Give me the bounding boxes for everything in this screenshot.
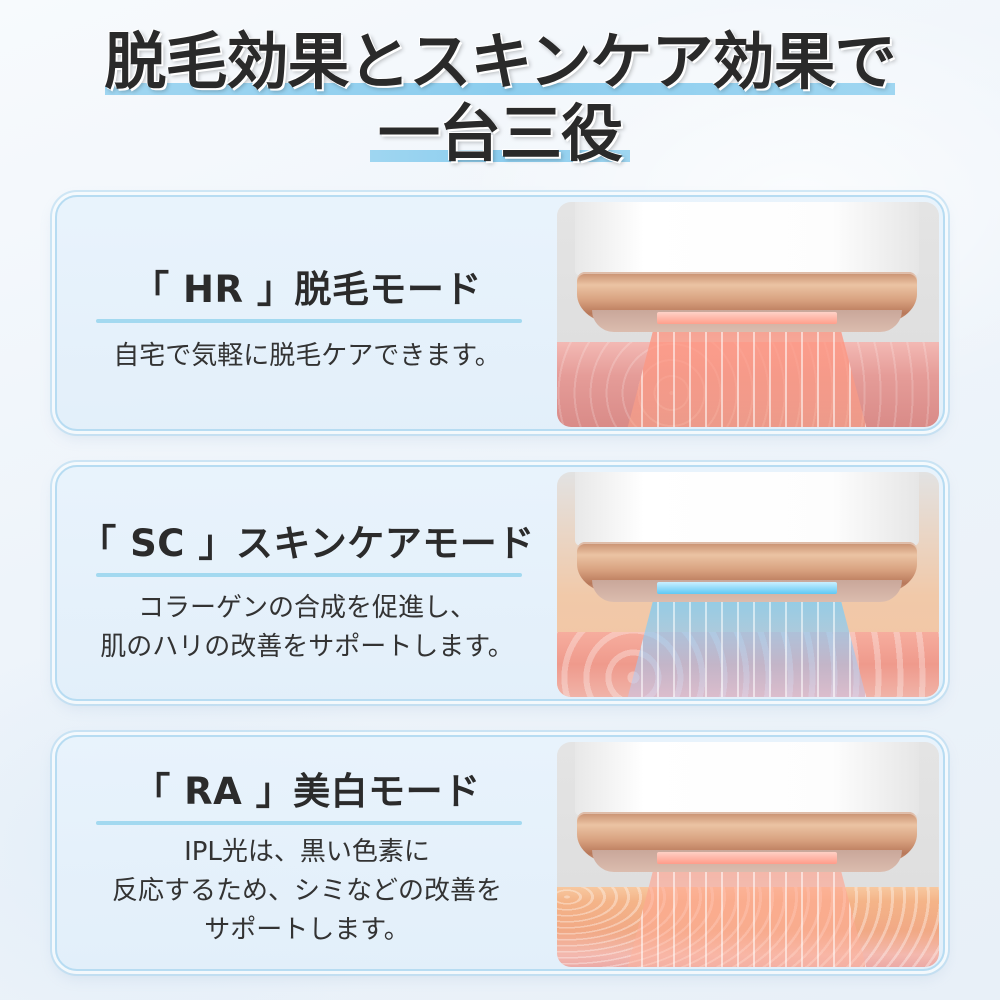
mode-heading: 「 HR 」脱毛モード — [132, 268, 482, 311]
skincare-illustration — [557, 472, 939, 697]
hair-removal-illustration — [557, 202, 939, 427]
light-rays — [627, 320, 867, 427]
title-line-2: 一台三役 — [377, 97, 623, 170]
mode-card-ra: 「 RA 」美白モード IPL光は、黒い色素に 反応するため、シミなどの改善を … — [55, 735, 945, 971]
divider — [96, 573, 522, 577]
light-rays — [627, 590, 867, 697]
divider — [96, 319, 522, 323]
page-title: 脱毛効果とスキンケア効果で 一台三役 — [0, 0, 1000, 180]
light-rays — [627, 860, 867, 967]
mode-text: 「 SC 」スキンケアモード コラーゲンの合成を促進し、 肌のハリの改善をサポー… — [57, 467, 557, 699]
description-line: 自宅で気軽に脱毛ケアできます。 — [113, 341, 501, 371]
whitening-illustration — [557, 742, 939, 967]
device-body — [575, 742, 919, 816]
description-line: コラーゲンの合成を促進し、 — [137, 593, 476, 623]
light-emitter — [657, 852, 837, 864]
mode-description: 自宅で気軽に脱毛ケアできます。 — [57, 337, 557, 376]
mode-heading: 「 SC 」スキンケアモード — [79, 522, 535, 565]
mode-text: 「 HR 」脱毛モード 自宅で気軽に脱毛ケアできます。 — [57, 197, 557, 429]
device-body — [575, 202, 919, 276]
mode-card-hr: 「 HR 」脱毛モード 自宅で気軽に脱毛ケアできます。 — [55, 195, 945, 431]
description-line: 肌のハリの改善をサポートします。 — [100, 632, 514, 662]
description-line: サポートします。 — [204, 915, 410, 945]
mode-description: コラーゲンの合成を促進し、 肌のハリの改善をサポートします。 — [57, 589, 557, 667]
title-line-1: 脱毛効果とスキンケア効果で — [104, 25, 896, 98]
divider — [96, 821, 522, 825]
description-line: 反応するため、シミなどの改善を — [111, 876, 502, 906]
device-body — [575, 472, 919, 546]
mode-heading: 「 RA 」美白モード — [133, 770, 481, 813]
mode-card-sc: 「 SC 」スキンケアモード コラーゲンの合成を促進し、 肌のハリの改善をサポー… — [55, 465, 945, 701]
light-emitter — [657, 582, 837, 594]
description-line: IPL光は、黒い色素に — [184, 837, 430, 867]
light-emitter — [657, 312, 837, 324]
mode-description: IPL光は、黒い色素に 反応するため、シミなどの改善を サポートします。 — [57, 833, 557, 950]
mode-text: 「 RA 」美白モード IPL光は、黒い色素に 反応するため、シミなどの改善を … — [57, 737, 557, 969]
